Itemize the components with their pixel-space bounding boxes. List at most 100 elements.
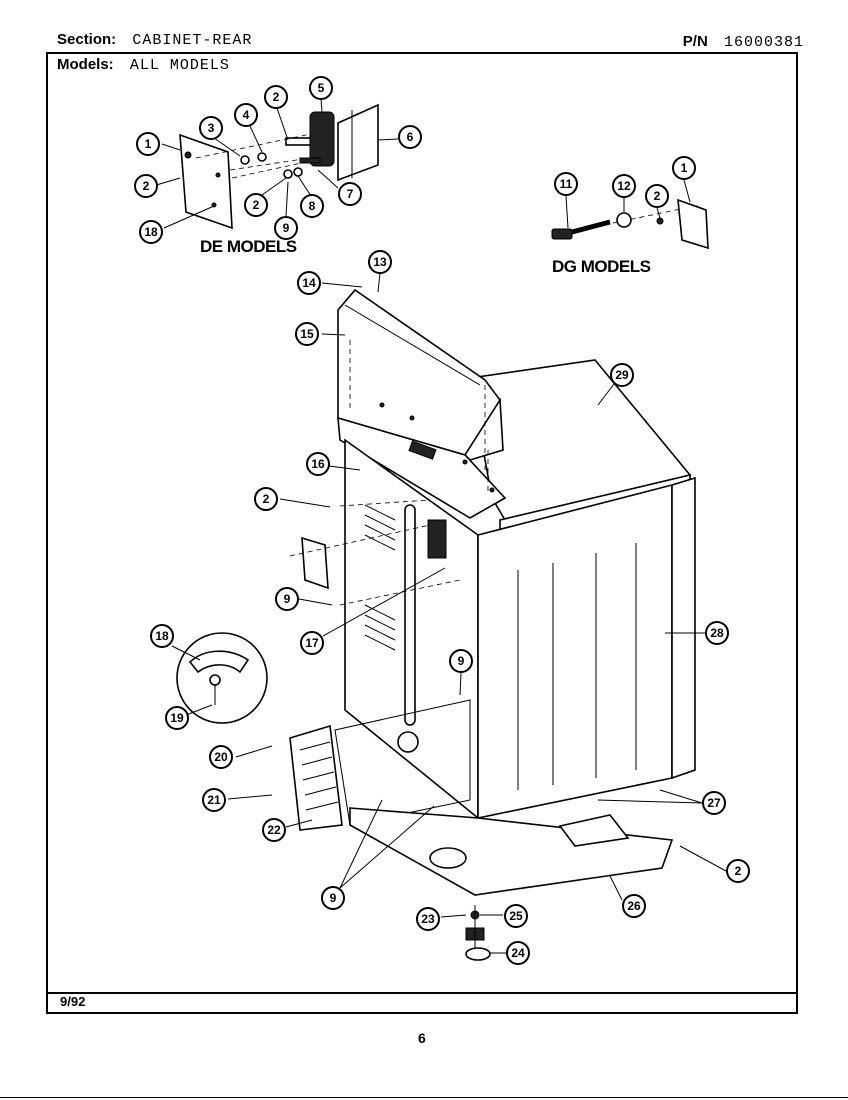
section-label: Section: [57, 31, 117, 48]
callout-bubble: 2 [264, 85, 288, 109]
models-header: Models: ALL MODELS [57, 56, 230, 74]
screw [299, 157, 321, 164]
callout-number: 3 [208, 121, 215, 135]
callout-number: 2 [263, 492, 270, 506]
callout-number: 2 [253, 198, 260, 212]
de-plate-hole [215, 172, 221, 178]
callout-number: 12 [617, 179, 631, 193]
vent-hole [397, 731, 419, 753]
callout-number: 23 [421, 912, 435, 926]
washer [283, 169, 293, 179]
pn-label: P/N [682, 33, 708, 50]
callout-bubble: 21 [202, 788, 226, 812]
callout-number: 9 [283, 221, 290, 235]
callout-number: 11 [560, 177, 573, 191]
callout-bubble: 8 [300, 194, 324, 218]
diagram-frame [46, 52, 798, 1014]
callout-number: 15 [300, 327, 314, 341]
callout-number: 28 [710, 626, 724, 640]
callout-bubble: 15 [295, 322, 319, 346]
revision-date: 9/92 [60, 994, 86, 1009]
callout-number: 2 [735, 864, 742, 878]
callout-number: 9 [284, 592, 291, 606]
callout-bubble: 20 [209, 745, 233, 769]
base-hole [429, 847, 467, 869]
rear-channel [404, 504, 416, 726]
bottom-rule [0, 1097, 848, 1098]
pn-value: 16000381 [723, 34, 804, 51]
callout-number: 6 [407, 130, 414, 144]
callout-number: 4 [243, 108, 250, 122]
callout-number: 1 [145, 137, 152, 151]
callout-number: 13 [373, 255, 387, 269]
cord-clamp [188, 650, 250, 674]
callout-bubble: 3 [199, 116, 223, 140]
leveling-foot [465, 947, 491, 961]
callout-number: 1 [681, 161, 688, 175]
callout-number: 14 [302, 276, 316, 290]
footer-rule [46, 992, 798, 994]
terminal-cover [337, 103, 379, 182]
callout-number: 18 [144, 225, 158, 239]
callout-bubble: 7 [338, 182, 362, 206]
main-cabinet [176, 288, 696, 961]
callout-bubble: 28 [705, 621, 729, 645]
lower-access-panel [289, 724, 343, 831]
nut [293, 167, 303, 177]
base-cutout [558, 814, 630, 847]
callout-bubble: 27 [702, 791, 726, 815]
callout-bubble: 24 [506, 941, 530, 965]
console-base [337, 416, 507, 519]
callout-number: 9 [458, 654, 465, 668]
callout-bubble: 2 [254, 487, 278, 511]
dg-models-assembly [551, 198, 709, 250]
callout-bubble: 9 [449, 649, 473, 673]
section-header: Section: CABINET-REAR [57, 31, 252, 49]
callout-number: 18 [155, 629, 169, 643]
callout-number: 20 [214, 750, 228, 764]
de-models-assembly [179, 103, 379, 230]
callout-bubble: 2 [726, 859, 750, 883]
callout-number: 22 [267, 823, 281, 837]
callout-number: 19 [170, 711, 184, 725]
callout-bubble: 5 [309, 76, 333, 100]
rear-terminal [427, 519, 447, 559]
callout-number: 27 [707, 796, 721, 810]
callout-bubble: 9 [321, 886, 345, 910]
callout-bubble: 18 [150, 624, 174, 648]
de-bracket-plate [179, 133, 233, 230]
callout-bubble: 29 [610, 363, 634, 387]
callout-number: 16 [311, 457, 325, 471]
callout-bubble: 14 [297, 271, 321, 295]
screw [656, 217, 664, 225]
callout-number: 17 [305, 636, 319, 650]
nut [257, 152, 267, 162]
section-value: CABINET-REAR [132, 32, 253, 49]
side-panel [477, 483, 673, 819]
callout-bubble: 6 [398, 125, 422, 149]
callout-number: 8 [309, 199, 316, 213]
callout-bubble: 4 [234, 103, 258, 127]
side-panel-flange [671, 476, 696, 780]
callout-bubble: 2 [244, 193, 268, 217]
callout-bubble: 13 [368, 250, 392, 274]
callout-bubble: 16 [306, 452, 330, 476]
console-vent [408, 440, 437, 460]
callout-bubble: 9 [274, 216, 298, 240]
callout-number: 24 [511, 946, 525, 960]
leader-lines [152, 98, 727, 954]
callout-bubble: 19 [165, 706, 189, 730]
callout-bubble: 11 [554, 172, 578, 196]
screw [184, 151, 192, 159]
callout-number: 9 [330, 891, 337, 905]
callout-number: 5 [318, 81, 325, 95]
callout-number: 21 [207, 793, 221, 807]
callout-number: 26 [627, 899, 641, 913]
base-plate [349, 807, 674, 896]
dg-models-label: DG MODELS [552, 257, 651, 276]
callout-bubble: 2 [134, 174, 158, 198]
callout-bubble: 1 [672, 156, 696, 180]
callout-number: 29 [615, 368, 629, 382]
